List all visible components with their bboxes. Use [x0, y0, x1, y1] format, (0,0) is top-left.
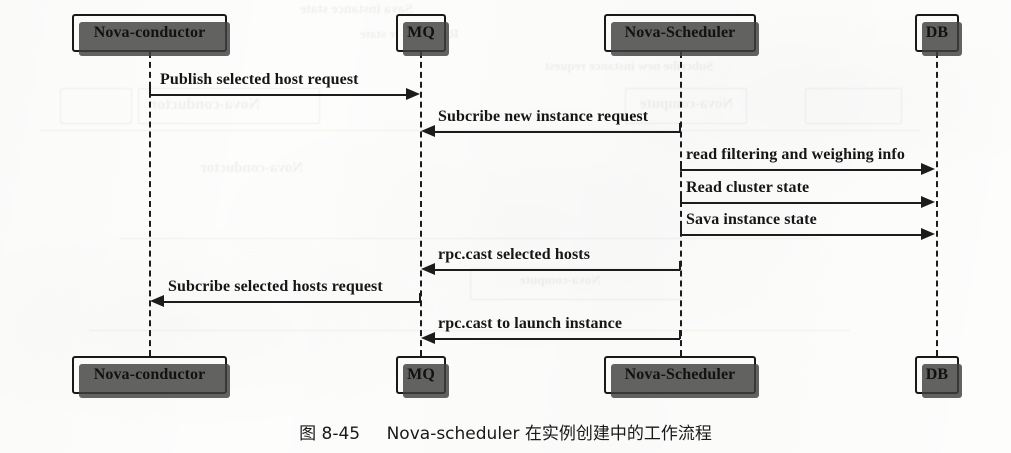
participant-label: DB — [925, 366, 949, 383]
message-4-label: Read cluster state — [686, 179, 810, 196]
message-4-line — [680, 202, 922, 204]
participant-box-nova-scheduler-bottom[interactable]: Nova-Scheduler — [604, 356, 759, 398]
participant-label: MQ — [407, 24, 435, 41]
message-5-arrowhead-icon — [921, 228, 935, 240]
message-7-arrowhead-icon — [150, 295, 164, 307]
participant-label: Nova-Scheduler — [624, 366, 736, 383]
message-3-line — [680, 169, 922, 171]
participant-box-mq-top[interactable]: MQ — [396, 14, 449, 56]
message-8-origin-tick — [679, 330, 681, 339]
message-7-line — [160, 301, 420, 303]
message-7-label: Subcribe selected hosts request — [168, 278, 383, 295]
message-4-arrowhead-icon — [921, 196, 935, 208]
participant-box-nova-conductor-bottom[interactable]: Nova-conductor — [72, 356, 230, 398]
message-2-origin-tick — [679, 123, 681, 132]
figure-caption-text: Nova-scheduler 在实例创建中的工作流程 — [386, 424, 712, 444]
message-1-line — [149, 94, 415, 96]
message-1-arrowhead-icon — [406, 88, 420, 100]
participant-label: Nova-conductor — [93, 366, 206, 383]
participant-box-db-bottom[interactable]: DB — [915, 356, 962, 398]
message-8-arrowhead-icon — [421, 332, 435, 344]
message-6-label: rpc.cast selected hosts — [438, 246, 591, 263]
message-8-label: rpc.cast to launch instance — [438, 315, 623, 332]
figure-caption-label: 图 8-45 — [299, 424, 361, 444]
message-1-label: Publish selected host request — [160, 71, 359, 88]
message-8-line — [431, 338, 680, 340]
message-2-arrowhead-icon — [421, 125, 435, 137]
participant-box-nova-conductor-top[interactable]: Nova-conductor — [72, 14, 230, 56]
participant-label: DB — [925, 24, 949, 41]
message-4-origin-tick — [680, 194, 682, 203]
message-2-label: Subcribe new instance request — [438, 108, 649, 125]
participant-label: Nova-conductor — [93, 24, 206, 41]
participant-label: MQ — [407, 366, 435, 383]
message-6-arrowhead-icon — [421, 263, 435, 275]
participant-box-nova-scheduler-top[interactable]: Nova-Scheduler — [604, 14, 759, 56]
figure-caption: 图 8-45 Nova-scheduler 在实例创建中的工作流程 — [0, 419, 1011, 444]
message-1-origin-tick — [149, 86, 151, 95]
lifeline-nova-scheduler — [680, 52, 682, 356]
participant-box-db-top[interactable]: DB — [915, 14, 962, 56]
message-6-line — [431, 269, 680, 271]
message-5-line — [680, 234, 922, 236]
message-7-origin-tick — [419, 293, 421, 302]
lifeline-nova-conductor — [149, 52, 151, 356]
message-2-line — [431, 131, 680, 133]
message-3-label: read filtering and weighing info — [686, 146, 905, 163]
message-5-origin-tick — [680, 226, 682, 235]
participant-label: Nova-Scheduler — [624, 24, 736, 41]
message-3-origin-tick — [680, 161, 682, 170]
message-5-label: Sava instance state — [686, 211, 817, 228]
lifeline-mq — [420, 52, 422, 356]
lifeline-db — [936, 52, 938, 356]
message-6-origin-tick — [679, 261, 681, 270]
participant-box-mq-bottom[interactable]: MQ — [396, 356, 449, 398]
message-3-arrowhead-icon — [921, 163, 935, 175]
